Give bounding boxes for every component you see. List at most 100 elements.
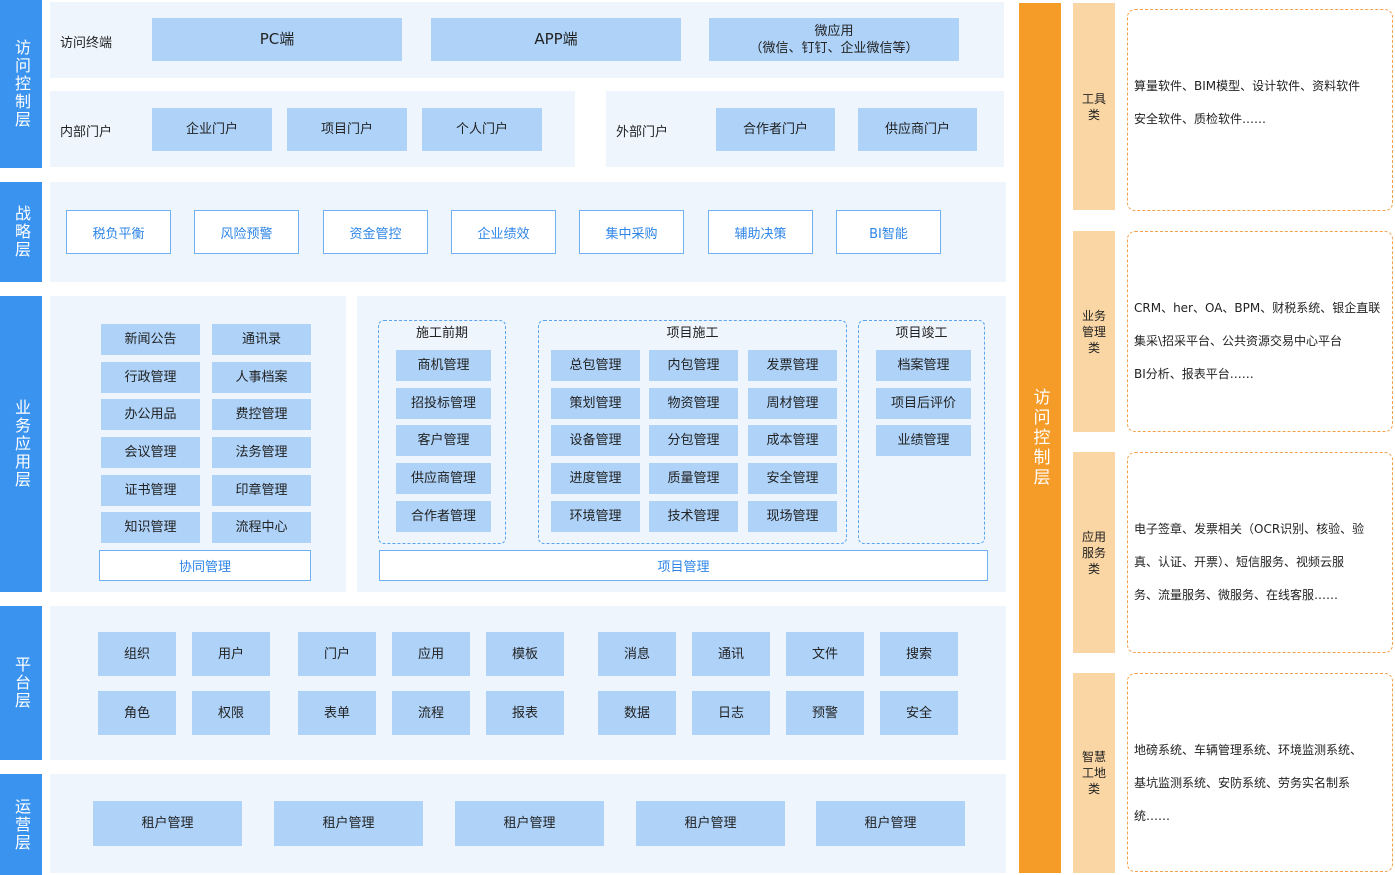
tenant-item[interactable]: 租户管理 [816, 801, 965, 846]
category-label-smart-site: 智慧工地类 [1073, 673, 1115, 873]
category-line: 务、流量服务、微服务、在线客服…… [1134, 588, 1339, 602]
strategy-item-fund[interactable]: 资金管控 [323, 210, 428, 254]
collab-item[interactable]: 会议管理 [101, 437, 200, 468]
platform-item[interactable]: 通讯 [692, 632, 770, 676]
platform-item[interactable]: 日志 [692, 691, 770, 735]
mid-item[interactable]: 总包管理 [551, 350, 640, 381]
terminal-app[interactable]: APP端 [431, 18, 681, 61]
layer-label-operation: 运营层 [0, 774, 42, 875]
portal-supplier[interactable]: 供应商门户 [858, 108, 977, 151]
mid-item[interactable]: 内包管理 [649, 350, 738, 381]
platform-item[interactable]: 组织 [98, 632, 176, 676]
strategy-item-tax[interactable]: 税负平衡 [66, 210, 171, 254]
category-label-tools: 工具类 [1073, 3, 1115, 210]
layer-label-access: 访问控制层 [0, 0, 42, 168]
strategy-item-performance[interactable]: 企业绩效 [451, 210, 556, 254]
internal-portal-panel: 内部门户 企业门户 项目门户 个人门户 [50, 91, 575, 167]
collab-item[interactable]: 证书管理 [101, 475, 200, 506]
mid-item[interactable]: 环境管理 [551, 501, 640, 532]
mid-item[interactable]: 现场管理 [748, 501, 837, 532]
platform-item[interactable]: 预警 [786, 691, 864, 735]
platform-item[interactable]: 用户 [192, 632, 270, 676]
strategy-item-procurement[interactable]: 集中采购 [579, 210, 684, 254]
pre-item[interactable]: 合作者管理 [396, 501, 491, 532]
construction-group [538, 320, 847, 544]
tenant-item[interactable]: 租户管理 [93, 801, 242, 846]
tenant-item[interactable]: 租户管理 [636, 801, 785, 846]
platform-item[interactable]: 表单 [298, 691, 376, 735]
operation-panel: 租户管理 租户管理 租户管理 租户管理 租户管理 [50, 774, 1006, 873]
tenant-item[interactable]: 租户管理 [455, 801, 604, 846]
platform-item[interactable]: 文件 [786, 632, 864, 676]
pre-phase-title: 施工前期 [415, 326, 468, 341]
mid-item[interactable]: 分包管理 [649, 425, 738, 456]
category-line: 基坑监测系统、安防系统、劳务实名制系 [1134, 776, 1351, 790]
pre-item[interactable]: 招投标管理 [396, 388, 491, 419]
strategy-panel: 税负平衡 风险预警 资金管控 企业绩效 集中采购 辅助决策 BI智能 [50, 182, 1006, 282]
pre-item[interactable]: 供应商管理 [396, 463, 491, 494]
project-footer[interactable]: 项目管理 [379, 550, 988, 581]
collab-item[interactable]: 办公用品 [101, 399, 200, 430]
end-item[interactable]: 项目后评价 [876, 388, 971, 419]
access-control-bar: 访问控制层 [1019, 3, 1061, 873]
category-line: 统…… [1134, 809, 1171, 823]
platform-item[interactable]: 搜索 [880, 632, 958, 676]
mid-item[interactable]: 安全管理 [748, 463, 837, 494]
collab-item[interactable]: 行政管理 [101, 362, 200, 393]
platform-item[interactable]: 角色 [98, 691, 176, 735]
completion-group [858, 320, 985, 544]
category-line: 算量软件、BIM模型、设计软件、资料软件 [1134, 79, 1361, 93]
terminal-pc[interactable]: PC端 [152, 18, 402, 61]
platform-item[interactable]: 应用 [392, 632, 470, 676]
collab-footer[interactable]: 协同管理 [99, 550, 311, 581]
terminal-label: 访问终端 [60, 36, 113, 51]
collab-item[interactable]: 通讯录 [212, 324, 311, 355]
mid-item[interactable]: 进度管理 [551, 463, 640, 494]
portal-project[interactable]: 项目门户 [287, 108, 407, 151]
collab-item[interactable]: 印章管理 [212, 475, 311, 506]
strategy-item-risk[interactable]: 风险预警 [194, 210, 299, 254]
platform-item[interactable]: 流程 [392, 691, 470, 735]
platform-item[interactable]: 模板 [486, 632, 564, 676]
strategy-item-decision[interactable]: 辅助决策 [708, 210, 813, 254]
platform-item[interactable]: 消息 [598, 632, 676, 676]
collab-item[interactable]: 人事档案 [212, 362, 311, 393]
mid-item[interactable]: 物资管理 [649, 388, 738, 419]
mid-item[interactable]: 成本管理 [748, 425, 837, 456]
construction-title: 项目施工 [666, 326, 719, 341]
portal-enterprise[interactable]: 企业门户 [152, 108, 272, 151]
platform-item[interactable]: 安全 [880, 691, 958, 735]
pre-item[interactable]: 客户管理 [396, 425, 491, 456]
portal-personal[interactable]: 个人门户 [422, 108, 542, 151]
category-line: CRM、her、OA、BPM、财税系统、银企直联 [1134, 301, 1381, 315]
collab-item[interactable]: 法务管理 [212, 437, 311, 468]
collab-panel: 新闻公告 通讯录 行政管理 人事档案 办公用品 费控管理 会议管理 法务管理 证… [50, 296, 346, 592]
platform-item[interactable]: 数据 [598, 691, 676, 735]
category-line: 集采\招采平台、公共资源交易中心平台 [1134, 334, 1343, 348]
collab-item[interactable]: 知识管理 [101, 512, 200, 543]
mid-item[interactable]: 发票管理 [748, 350, 837, 381]
portal-partner[interactable]: 合作者门户 [716, 108, 835, 151]
category-label-services: 应用服务类 [1073, 452, 1115, 653]
platform-item[interactable]: 权限 [192, 691, 270, 735]
terminal-micro-app[interactable]: 微应用 （微信、钉钉、企业微信等） [709, 18, 959, 61]
project-panel: 施工前期 商机管理 招投标管理 客户管理 供应商管理 合作者管理 项目施工 总包… [357, 296, 1006, 592]
layer-label-strategy: 战略层 [0, 182, 42, 282]
mid-item[interactable]: 设备管理 [551, 425, 640, 456]
mid-item[interactable]: 策划管理 [551, 388, 640, 419]
category-line: BI分析、报表平台…… [1134, 367, 1254, 381]
platform-item[interactable]: 门户 [298, 632, 376, 676]
collab-item[interactable]: 流程中心 [212, 512, 311, 543]
tenant-item[interactable]: 租户管理 [274, 801, 423, 846]
mid-item[interactable]: 周材管理 [748, 388, 837, 419]
platform-item[interactable]: 报表 [486, 691, 564, 735]
end-item[interactable]: 档案管理 [876, 350, 971, 381]
collab-item[interactable]: 费控管理 [212, 399, 311, 430]
end-item[interactable]: 业绩管理 [876, 425, 971, 456]
pre-item[interactable]: 商机管理 [396, 350, 491, 381]
mid-item[interactable]: 质量管理 [649, 463, 738, 494]
mid-item[interactable]: 技术管理 [649, 501, 738, 532]
strategy-item-bi[interactable]: BI智能 [836, 210, 941, 254]
collab-item[interactable]: 新闻公告 [101, 324, 200, 355]
category-box-business: CRM、her、OA、BPM、财税系统、银企直联 集采\招采平台、公共资源交易中… [1127, 231, 1393, 432]
